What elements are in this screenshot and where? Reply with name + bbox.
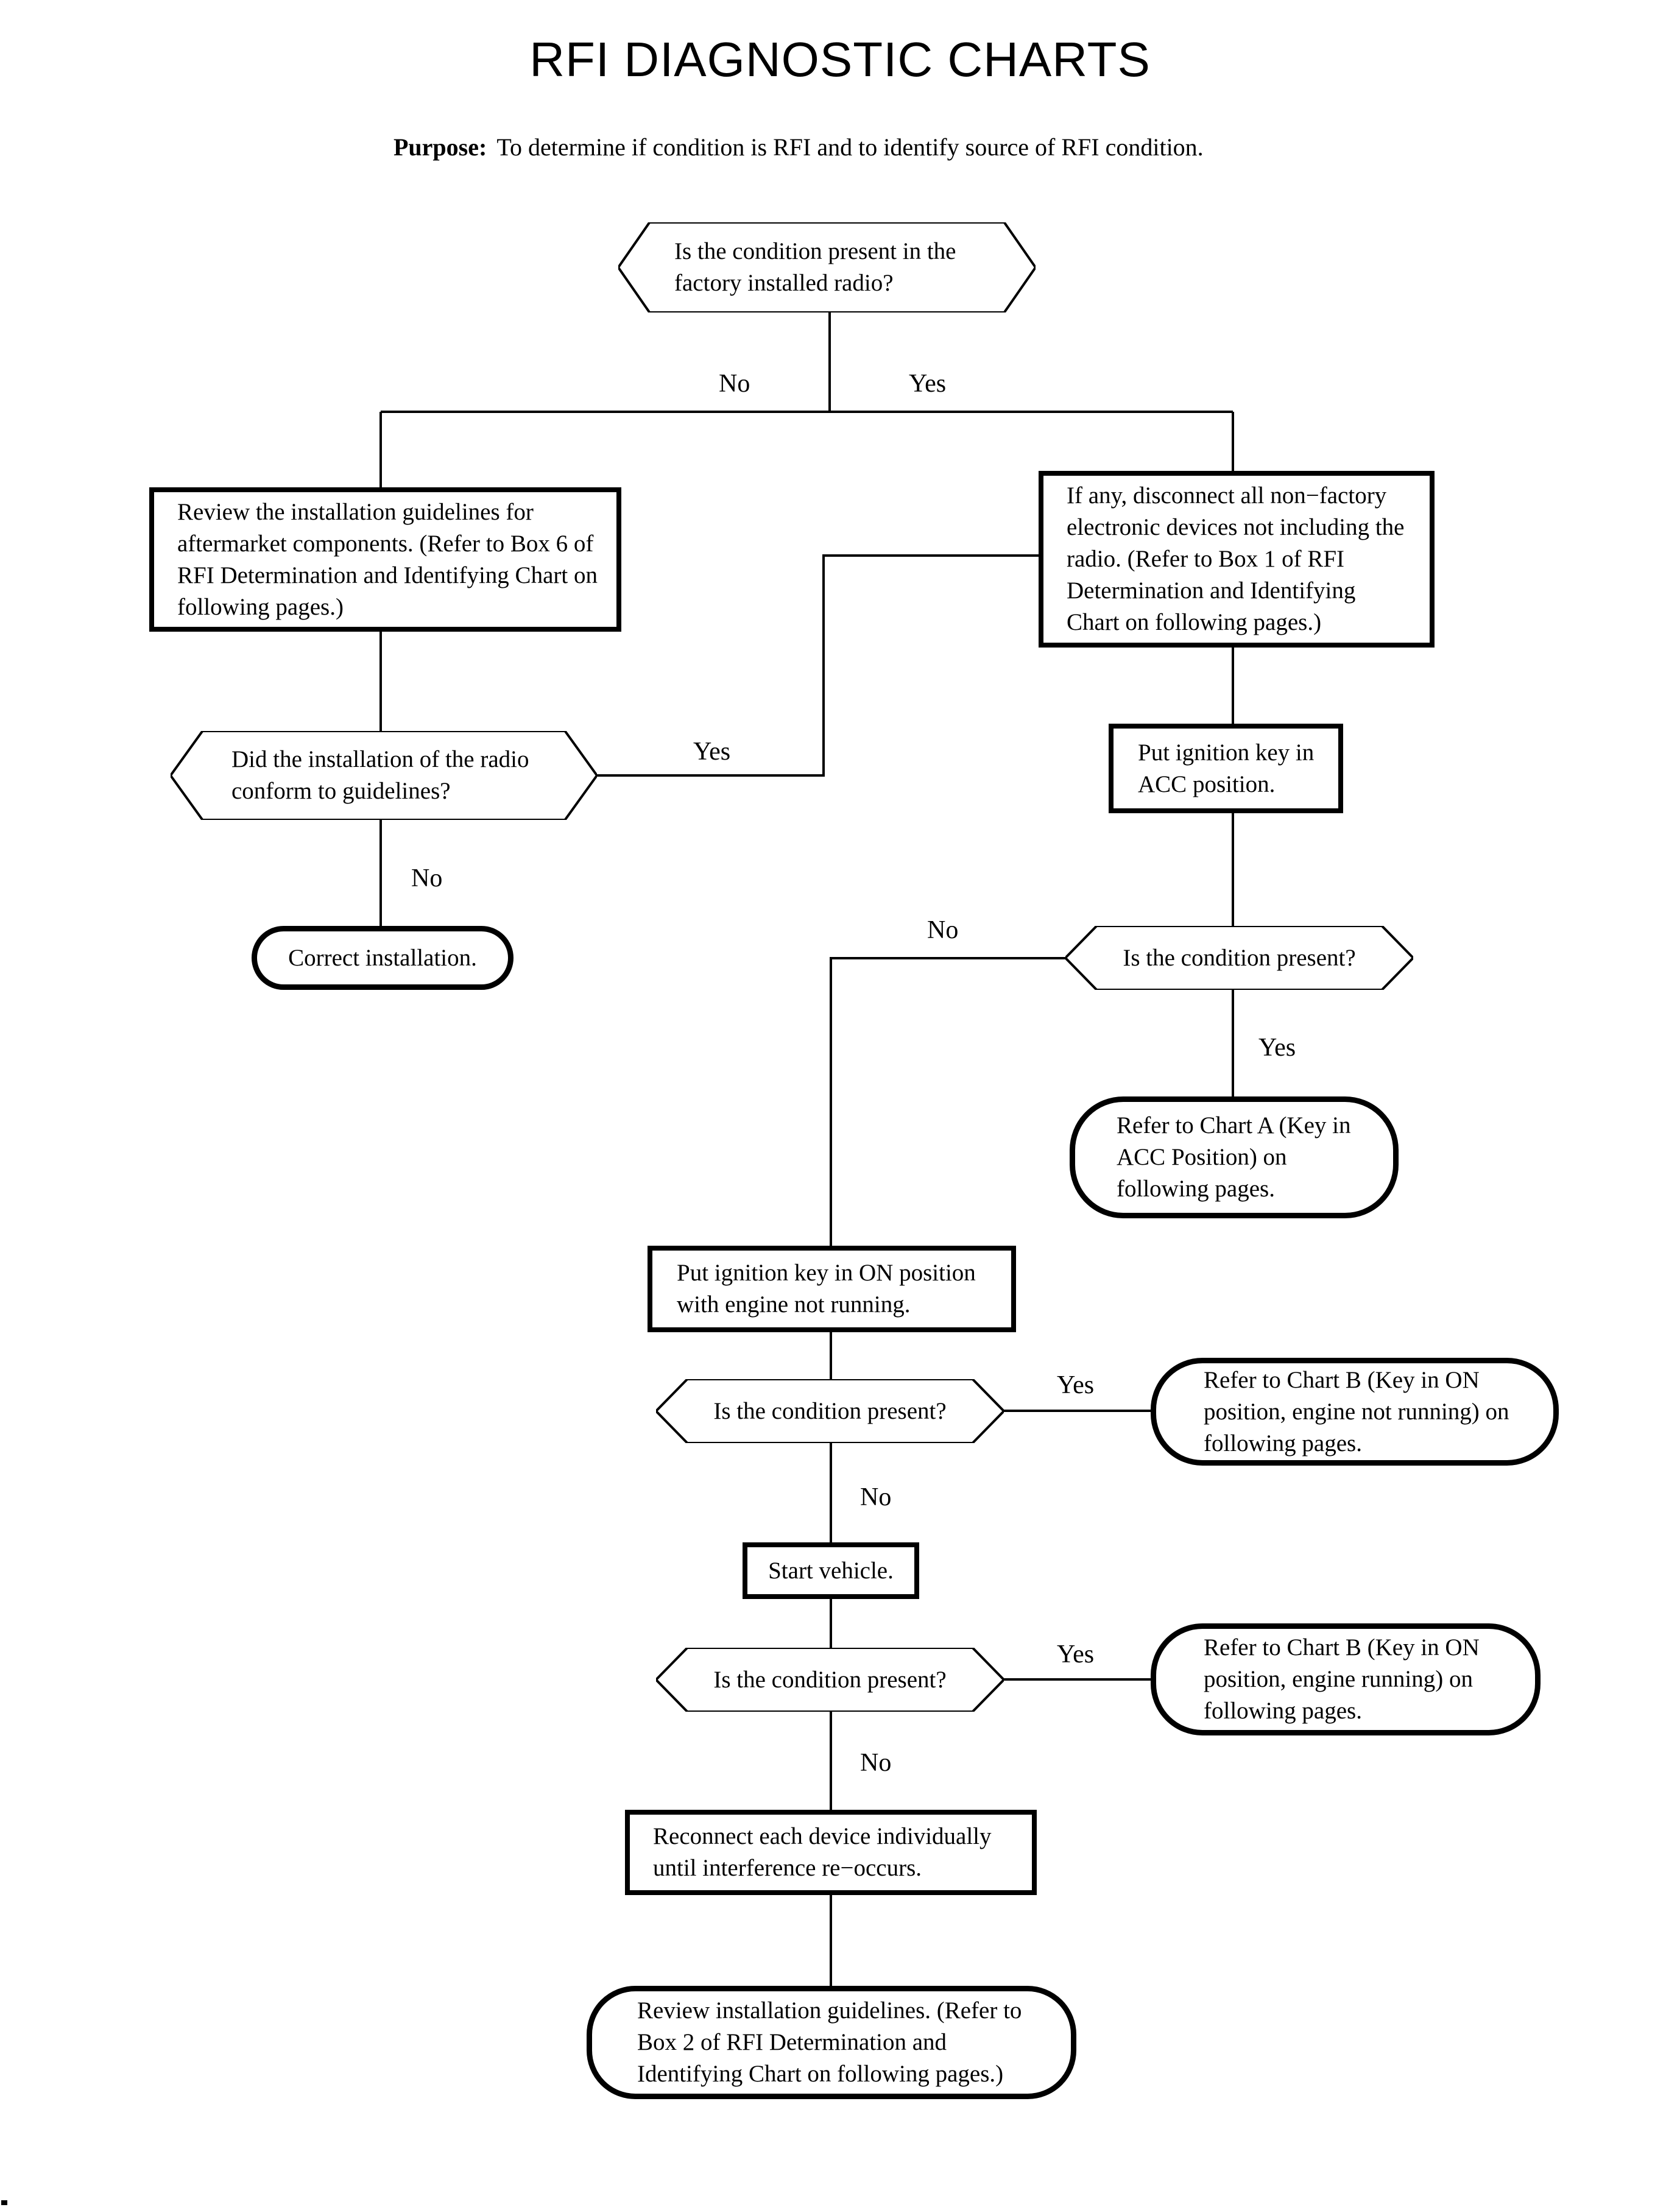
process-key-on-text: Put ignition key in ON position with eng… — [677, 1260, 976, 1318]
edge-label-yes-present-on: Yes — [1057, 1371, 1095, 1399]
page-title: RFI DIAGNOSTIC CHARTS — [529, 32, 1151, 86]
purpose-line: Purpose: To determine if condition is RFI… — [394, 133, 1204, 161]
decision-factory-radio: Is the condition present in the factory … — [618, 222, 1036, 312]
terminal-review-box2-text: Review installation guidelines. (Refer t… — [637, 1997, 1022, 2087]
hexagon-shape — [618, 222, 1036, 312]
terminal-chart-b-running: Refer to Chart B (Key in ON position, en… — [1151, 1623, 1541, 1735]
terminal-chart-a-text: Refer to Chart A (Key in ACC Position) o… — [1117, 1112, 1351, 1202]
edge-label-yes-present-acc: Yes — [1258, 1034, 1296, 1062]
process-review-guidelines: Review the installation guidelines for a… — [149, 487, 621, 632]
process-disconnect-devices-text: If any, disconnect all non−factory elect… — [1067, 482, 1405, 635]
decision-condition-present-acc: Is the condition present? — [1065, 926, 1413, 990]
edge-conform-yes — [597, 554, 1039, 777]
edge-label-no-top: No — [719, 370, 750, 398]
process-reconnect-devices: Reconnect each device individually until… — [625, 1810, 1037, 1895]
terminal-chart-b-not-running: Refer to Chart B (Key in ON position, en… — [1151, 1358, 1559, 1466]
decision-installation-conform: Did the installation of the radio confor… — [171, 731, 597, 820]
purpose-label: Purpose: — [394, 133, 487, 161]
decision-condition-present-running: Is the condition present? — [656, 1648, 1004, 1712]
process-reconnect-devices-text: Reconnect each device individually until… — [653, 1823, 992, 1881]
terminal-correct-installation: Correct installation. — [252, 926, 514, 990]
terminal-chart-b-not-running-text: Refer to Chart B (Key in ON position, en… — [1204, 1366, 1509, 1456]
edge-label-no-conform: No — [411, 864, 443, 892]
edge-present1-no — [830, 957, 1065, 1246]
purpose-text: To determine if condition is RFI and to … — [496, 133, 1204, 161]
process-start-vehicle-text: Start vehicle. — [768, 1557, 894, 1584]
edge-label-yes-present-running: Yes — [1057, 1640, 1095, 1668]
hexagon-shape — [656, 1379, 1004, 1443]
decision-condition-present-acc-text: Is the condition present? — [1123, 944, 1356, 971]
decision-installation-conform-text: Did the installation of the radio confor… — [231, 746, 529, 804]
edge-label-yes-conform: Yes — [693, 738, 731, 766]
decision-condition-present-on: Is the condition present? — [656, 1379, 1004, 1443]
process-key-acc: Put ignition key in ACC position. — [1109, 724, 1343, 813]
hexagon-shape — [171, 731, 597, 820]
process-start-vehicle: Start vehicle. — [743, 1542, 919, 1599]
terminal-review-box2: Review installation guidelines. (Refer t… — [587, 1986, 1076, 2099]
edge-label-no-present-on: No — [860, 1483, 892, 1511]
terminal-chart-b-running-text: Refer to Chart B (Key in ON position, en… — [1204, 1634, 1480, 1724]
edge-label-no-present-running: No — [860, 1749, 892, 1777]
edge-label-yes-top: Yes — [909, 370, 947, 398]
edge-label-no-present-acc: No — [927, 916, 959, 944]
hexagon-shape — [1065, 926, 1413, 990]
process-key-on: Put ignition key in ON position with eng… — [648, 1246, 1016, 1332]
process-disconnect-devices: If any, disconnect all non−factory elect… — [1039, 471, 1435, 648]
terminal-chart-a: Refer to Chart A (Key in ACC Position) o… — [1070, 1096, 1399, 1218]
decision-condition-present-running-text: Is the condition present? — [713, 1666, 947, 1693]
page-corner-artifact — [1, 2200, 7, 2205]
decision-condition-present-on-text: Is the condition present? — [713, 1397, 947, 1424]
process-key-acc-text: Put ignition key in ACC position. — [1138, 739, 1315, 797]
terminal-correct-installation-text: Correct installation. — [288, 944, 477, 971]
process-review-guidelines-text: Review the installation guidelines for a… — [177, 498, 598, 620]
hexagon-shape — [656, 1648, 1004, 1712]
decision-factory-radio-text: Is the condition present in the factory … — [674, 238, 956, 296]
